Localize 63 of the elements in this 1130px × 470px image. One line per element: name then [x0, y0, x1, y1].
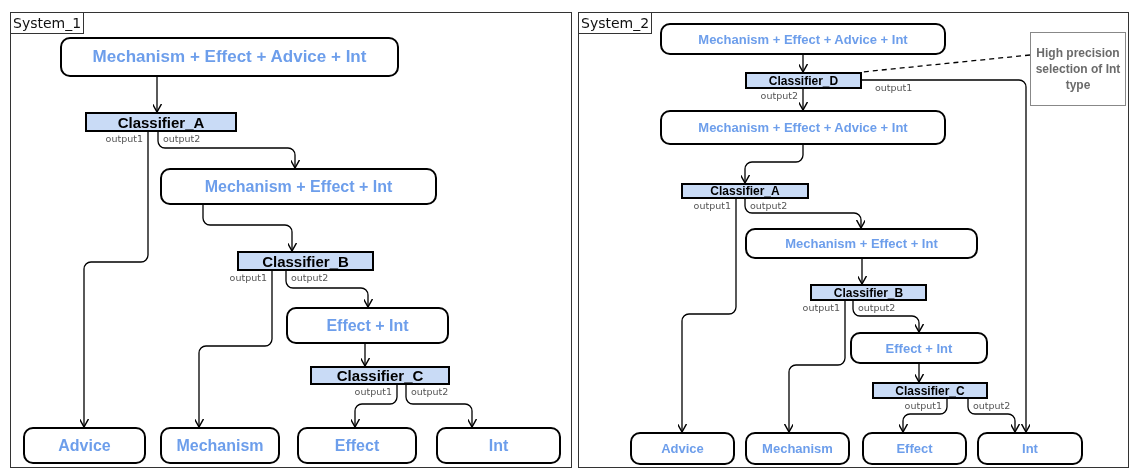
arrow — [202, 204, 298, 252]
arrow — [157, 131, 301, 169]
arrow — [739, 144, 804, 184]
arrow — [856, 258, 868, 285]
category-box: Int — [436, 427, 561, 464]
classifier-box: Classifier_C — [310, 366, 450, 385]
arrow — [405, 384, 478, 428]
arrow — [897, 398, 948, 433]
edge-label: output2 — [290, 272, 330, 283]
category-box: Int — [977, 432, 1083, 465]
classifier-box: Classifier_B — [237, 251, 374, 271]
arrow — [913, 363, 925, 383]
edge-label: output1 — [104, 133, 144, 144]
category-box: Mechanism + Effect + Advice + Int — [660, 110, 946, 145]
edge-label: output2 — [972, 400, 1012, 411]
system-label: System_2 — [579, 13, 653, 34]
category-box: Effect — [297, 427, 417, 464]
category-box: Effect + Int — [850, 332, 988, 364]
edge-label: output2 — [162, 133, 202, 144]
note-box: High precision selection of Int type — [1030, 32, 1126, 106]
leader-line — [861, 54, 1031, 73]
arrow — [783, 300, 846, 433]
system-label: System_1 — [11, 13, 85, 34]
edge-label: output1 — [353, 386, 393, 397]
arrow — [797, 54, 809, 73]
system-frame — [578, 12, 1129, 468]
arrow — [744, 198, 867, 229]
classifier-box: Classifier_B — [810, 284, 927, 301]
edge-label: output1 — [692, 200, 732, 211]
arrow — [349, 384, 398, 428]
category-box: Effect — [862, 432, 967, 465]
edge-label: output2 — [759, 90, 799, 101]
category-box: Mechanism + Effect + Advice + Int — [660, 23, 946, 55]
classifier-box: Classifier_C — [872, 382, 988, 399]
category-box: Mechanism + Effect + Advice + Int — [60, 37, 399, 77]
edge-label: output1 — [801, 302, 841, 313]
arrow — [151, 76, 163, 113]
arrow — [359, 343, 371, 367]
edge-label: output1 — [903, 400, 943, 411]
category-box: Mechanism + Effect + Int — [160, 168, 437, 205]
arrow — [852, 300, 925, 333]
arrow — [797, 88, 809, 111]
edge-label: output1 — [228, 272, 268, 283]
arrow — [967, 398, 1021, 433]
classifier-box: Classifier_A — [85, 112, 237, 132]
category-box: Mechanism — [745, 432, 850, 465]
arrow — [676, 198, 737, 433]
edge-label: output2 — [410, 386, 450, 397]
arrow — [285, 270, 374, 308]
arrow — [193, 270, 273, 428]
category-box: Effect + Int — [286, 307, 449, 344]
category-box: Mechanism + Effect + Int — [745, 228, 978, 259]
arrow — [861, 79, 1032, 433]
edge-label: output2 — [749, 200, 789, 211]
edge-label: output1 — [874, 82, 914, 93]
category-box: Advice — [630, 432, 735, 465]
edge-label: output2 — [857, 302, 897, 313]
arrow — [78, 131, 149, 428]
system-frame — [10, 12, 572, 468]
classifier-box: Classifier_D — [745, 72, 862, 89]
classifier-box: Classifier_A — [681, 183, 809, 199]
category-box: Advice — [23, 427, 146, 464]
category-box: Mechanism — [160, 427, 280, 464]
